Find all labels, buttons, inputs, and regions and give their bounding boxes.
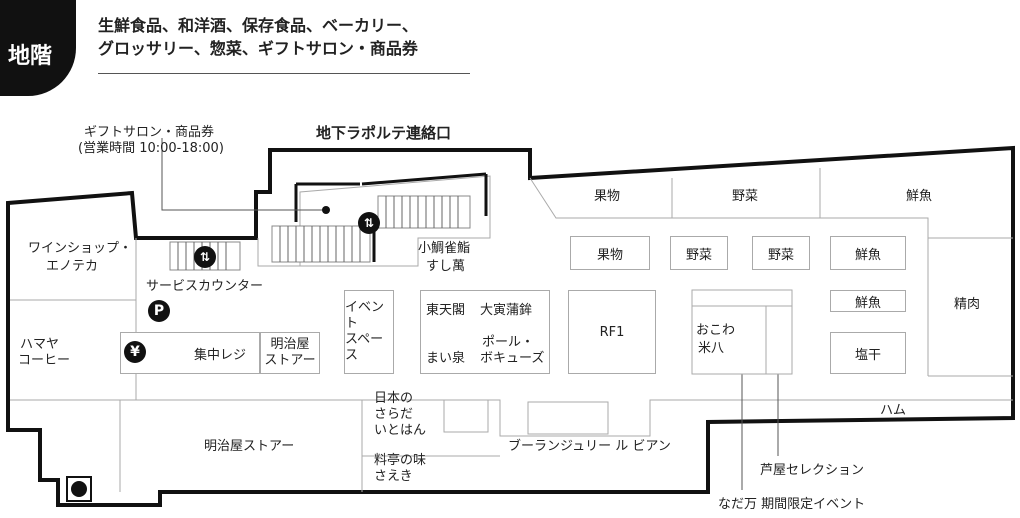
central-register-label: 集中レジ [193, 347, 246, 363]
parking-icon-glyph: P [153, 303, 165, 319]
event-space[interactable]: イベント スペース [344, 290, 394, 374]
shop-fish-1-label: 鮮魚 [854, 247, 881, 263]
shop-ryotei-2[interactable]: さえき [374, 469, 413, 484]
categories-line-2: グロッサリー、惣菜、ギフトサロン・商品券 [98, 39, 418, 58]
shop-fish-2[interactable]: 鮮魚 [830, 290, 906, 312]
categories-line-1: 生鮮食品、和洋酒、保存食品、ベーカリー、 [98, 16, 418, 35]
shop-fish-2-label: 鮮魚 [854, 295, 881, 311]
shop-salad-1[interactable]: 日本の [374, 391, 414, 406]
escalator-wall [257, 175, 491, 267]
shop-salad-3[interactable]: いとはん [374, 423, 427, 438]
escalator-upper [377, 195, 471, 229]
shop-veg-1-label: 野菜 [685, 247, 712, 263]
shop-okowa-label-2[interactable]: 米八 [698, 341, 725, 356]
shop-salad-2[interactable]: さらだ [374, 407, 414, 422]
gift-salon-leader [161, 138, 326, 211]
floor-label: 地階 [8, 44, 53, 69]
shop-meijiya-small-1: 明治屋 [270, 337, 310, 352]
shop-ashiya[interactable]: 芦屋セレクション [760, 463, 865, 478]
shop-fish-top[interactable]: 鮮魚 [906, 189, 933, 204]
shop-fruit-label: 果物 [596, 247, 623, 263]
shop-ryotei-1[interactable]: 料亭の味 [374, 453, 427, 468]
header-divider [98, 73, 470, 74]
shop-veg-2[interactable]: 野菜 [752, 236, 810, 270]
shop-meijiya-store[interactable]: 明治屋ストアー [204, 439, 295, 454]
shop-fish-1[interactable]: 鮮魚 [830, 236, 906, 270]
shop-nadaman[interactable]: なだ万 期間限定イベント [718, 497, 866, 512]
gift-salon-hours: (営業時間 10:00-18:00) [78, 141, 224, 156]
shop-daitora[interactable]: 大寅蒲鉾 [480, 303, 533, 318]
shop-boulangerie[interactable]: ブーランジュリー ル ビアン [508, 439, 671, 454]
parking-icon: P [148, 300, 170, 322]
elevator-icon [66, 476, 92, 502]
shop-hamaya-1[interactable]: ハマヤ [20, 337, 60, 352]
yen-icon-glyph: ¥ [130, 344, 140, 360]
shop-kodai-1[interactable]: 小鯛雀鮨 [418, 241, 471, 256]
escalator-icon: ⇅ [358, 212, 380, 234]
shop-paul-2[interactable]: ボキューズ [480, 351, 545, 366]
shop-meijiya-small[interactable]: 明治屋 ストアー [260, 332, 320, 374]
gift-salon-label: ギフトサロン・商品券 [84, 125, 215, 140]
central-shop-block [420, 290, 550, 374]
event-space-1: イベント [345, 300, 385, 331]
service-counter-label[interactable]: サービスカウンター [146, 279, 264, 294]
shop-wine-1[interactable]: ワインショップ・ [28, 241, 133, 256]
shop-ham[interactable]: ハム [880, 403, 907, 418]
shop-paul-1[interactable]: ポール・ [482, 335, 535, 350]
shop-salted[interactable]: 塩干 [830, 332, 906, 374]
shop-veg-2-label: 野菜 [767, 247, 794, 263]
floor-categories: 生鮮食品、和洋酒、保存食品、ベーカリー、 グロッサリー、惣菜、ギフトサロン・商品… [98, 14, 418, 60]
shop-kodai-2[interactable]: すし萬 [426, 259, 466, 274]
shop-toutenkaku[interactable]: 東天閣 [426, 303, 466, 318]
stairs-icon: ⇅ [194, 246, 216, 268]
shop-maizumi[interactable]: まい泉 [426, 351, 466, 366]
laporte-entrance-label: 地下ラポルテ連絡口 [316, 124, 452, 142]
shop-rf1[interactable]: RF1 [568, 290, 656, 374]
shop-fruit[interactable]: 果物 [570, 236, 650, 270]
shop-veg-top[interactable]: 野菜 [732, 189, 759, 204]
outer-wall [6, 145, 1015, 507]
inner-wall [529, 177, 1013, 239]
event-space-2: スペース [345, 332, 384, 363]
floor-badge: 地階 [0, 0, 76, 96]
shop-meat[interactable]: 精肉 [954, 297, 981, 312]
shop-rf1-label: RF1 [599, 324, 625, 340]
yen-icon: ¥ [124, 341, 146, 363]
shop-fruit-top[interactable]: 果物 [594, 189, 621, 204]
shop-hamaya-2[interactable]: コーヒー [18, 353, 71, 368]
shop-meijiya-small-2: ストアー [264, 353, 316, 368]
shop-veg-1[interactable]: 野菜 [670, 236, 728, 270]
escalator-lower [271, 225, 371, 263]
shop-okowa-label-1[interactable]: おこわ [696, 323, 736, 338]
shop-salted-label: 塩干 [854, 347, 881, 363]
shop-wine-2[interactable]: エノテカ [46, 259, 99, 274]
